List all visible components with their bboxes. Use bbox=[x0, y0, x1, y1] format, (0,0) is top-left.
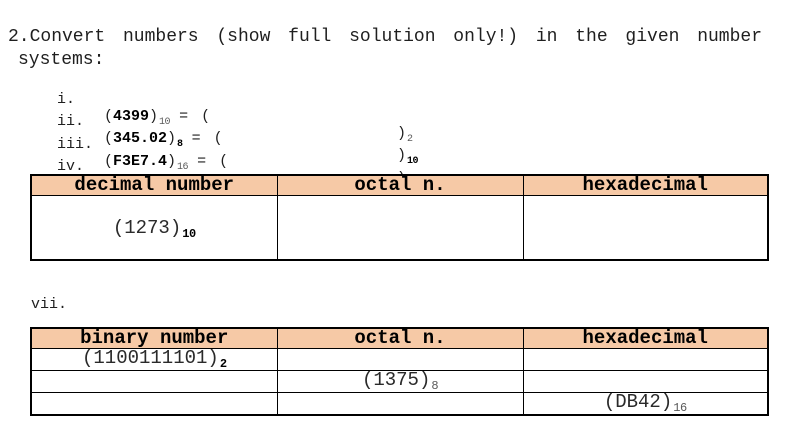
cell-binary-empty bbox=[30, 370, 278, 393]
cell-octal-value: (1375)8 bbox=[276, 369, 524, 393]
header-hexadecimal: hexadecimal bbox=[522, 327, 769, 349]
base-subscript: 8 bbox=[177, 139, 183, 150]
table-header-row: binary number octal n. hexadecimal bbox=[30, 327, 769, 349]
cell-binary-value: (1100111101)2 bbox=[30, 347, 278, 371]
item-numeral: ii. bbox=[57, 113, 85, 130]
table-row: (DB42)16 bbox=[30, 391, 769, 416]
close-paren: ) bbox=[149, 108, 159, 125]
problem-statement-line2: systems: bbox=[18, 50, 105, 70]
cell-hexadecimal-value: (DB42)16 bbox=[522, 391, 769, 416]
close-paren: ) bbox=[167, 130, 177, 147]
answer-close-paren: )10 bbox=[397, 147, 419, 167]
table-row: (1273)10 bbox=[30, 195, 769, 261]
close-paren: ) bbox=[397, 125, 407, 142]
cell-value: (DB42) bbox=[603, 391, 673, 413]
cell-decimal-value: (1273)10 bbox=[30, 195, 278, 261]
cell-octal-empty bbox=[276, 195, 524, 261]
header-decimal-number: decimal number bbox=[30, 174, 278, 196]
target-base-subscript: 10 bbox=[407, 156, 419, 167]
item-numeral: i. bbox=[57, 91, 76, 108]
section-label-vii: vii. bbox=[31, 296, 68, 313]
cell-hexadecimal-empty bbox=[522, 348, 769, 371]
header-binary-number: binary number bbox=[30, 327, 278, 349]
answer-open-paren: ( bbox=[213, 130, 223, 147]
item-value: F3E7.4 bbox=[113, 153, 168, 170]
table-header-row: decimal number octal n. hexadecimal bbox=[30, 174, 769, 196]
conversion-item-iv: iv. bbox=[0, 141, 84, 175]
item-value: 4399 bbox=[113, 108, 150, 125]
cell-binary-empty bbox=[30, 392, 278, 416]
table-row: (1100111101)2 bbox=[30, 347, 769, 371]
item-numeral: iii. bbox=[57, 136, 94, 153]
base-subscript: 10 bbox=[159, 117, 171, 128]
conversion-item-ii: ii. (345.02)8=( )10 bbox=[0, 96, 419, 167]
conversion-table-decimal: decimal number octal n. hexadecimal (127… bbox=[30, 174, 769, 261]
answer-open-paren: ( bbox=[201, 108, 211, 125]
answer-open-paren: ( bbox=[219, 153, 229, 170]
cell-octal-empty bbox=[276, 348, 524, 371]
header-octal: octal n. bbox=[276, 174, 524, 196]
cell-hexadecimal-empty bbox=[522, 195, 769, 261]
conversion-item-i: i. (4399)10=( )2 bbox=[0, 74, 413, 145]
close-paren: ) bbox=[397, 147, 407, 164]
header-hexadecimal: hexadecimal bbox=[522, 174, 769, 196]
cell-value: (1375) bbox=[361, 369, 431, 391]
table-row: (1375)8 bbox=[30, 369, 769, 393]
conversion-item-iii: iii. (F3E7.4)16=( )10 bbox=[0, 119, 419, 190]
cell-octal-empty bbox=[276, 392, 524, 416]
close-paren: ) bbox=[167, 153, 177, 170]
answer-close-paren: )2 bbox=[397, 125, 413, 145]
equals-sign: = bbox=[197, 153, 207, 170]
cell-value: (1273) bbox=[112, 216, 182, 239]
open-paren: ( bbox=[104, 130, 114, 147]
base-subscript: 10 bbox=[182, 226, 196, 241]
header-octal: octal n. bbox=[276, 327, 524, 349]
base-subscript: 2 bbox=[219, 357, 227, 371]
conversion-table-binary: binary number octal n. hexadecimal (1100… bbox=[30, 327, 769, 416]
item-expression: (F3E7.4)16=( bbox=[104, 153, 229, 173]
item-expression: (4399)10 = ( bbox=[104, 108, 211, 128]
cell-value: (1100111101) bbox=[81, 347, 219, 369]
problem-statement-line1: 2.Convert numbers (show full solution on… bbox=[8, 27, 762, 47]
open-paren: ( bbox=[104, 153, 114, 170]
open-paren: ( bbox=[104, 108, 114, 125]
item-value: 345.02 bbox=[113, 130, 168, 147]
equals-sign: = bbox=[191, 130, 201, 147]
base-subscript: 16 bbox=[177, 162, 189, 173]
target-base-subscript: 2 bbox=[407, 134, 413, 145]
base-subscript: 16 bbox=[673, 401, 687, 415]
base-subscript: 8 bbox=[431, 379, 439, 393]
item-numeral: iv. bbox=[57, 158, 85, 175]
equals-sign: = bbox=[179, 108, 189, 125]
cell-hexadecimal-empty bbox=[522, 370, 769, 393]
item-expression: (345.02)8 = ( bbox=[104, 130, 223, 150]
